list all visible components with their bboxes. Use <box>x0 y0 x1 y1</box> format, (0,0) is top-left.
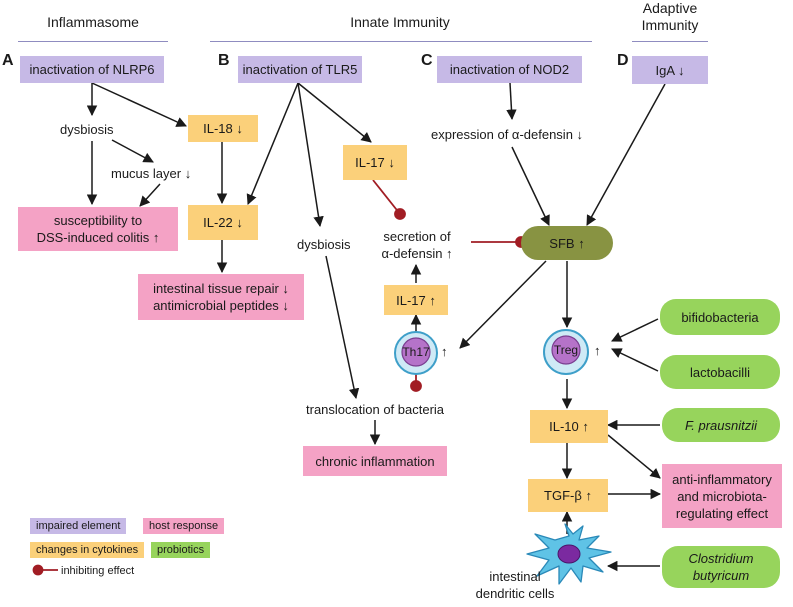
header-line-adaptive <box>632 41 708 42</box>
th17-label: Th17 <box>402 345 430 359</box>
antiinf-line3: regulating effect <box>675 505 769 521</box>
edge-sfb-th17 <box>459 260 547 349</box>
edge-defensin-sfb <box>511 146 550 226</box>
node-inactivation-tlr5: inactivation of TLR5 <box>238 56 362 83</box>
dendritic-cell <box>525 522 613 586</box>
antiinf-line2: and microbiota- <box>677 488 767 504</box>
header-line-inflammasome <box>18 41 168 42</box>
header-innate-immunity: Innate Immunity <box>350 14 450 30</box>
edge-tlr5-dysbiosis <box>297 82 324 228</box>
treg-label: Treg <box>553 343 579 357</box>
dendritic-cell-icon <box>526 523 612 585</box>
edge-iga-sfb <box>586 83 666 226</box>
th17-cell-icon <box>394 331 438 375</box>
node-il18: IL-18 ↓ <box>188 115 258 142</box>
edge-tlr5-il17 <box>297 82 372 143</box>
edge-il10-antiinf <box>607 434 661 479</box>
node-iga: IgA ↓ <box>632 56 708 84</box>
node-inactivation-nod2: inactivation of NOD2 <box>437 56 582 83</box>
legend-changes-cytokines: changes in cytokines <box>30 542 145 558</box>
node-sfb: SFB ↑ <box>521 226 613 260</box>
legend-impaired-element: impaired element <box>30 518 127 534</box>
node-bifidobacteria: bifidobacteria <box>660 299 780 335</box>
node-tissue-repair: intestinal tissue repair ↓ antimicrobial… <box>138 274 304 320</box>
legend-inhibiting-effect: inhibiting effect <box>61 565 135 577</box>
edge-lacto-treg <box>611 348 659 372</box>
repair-line1: intestinal tissue repair ↓ <box>153 281 289 296</box>
panel-letter-a: A <box>2 52 14 69</box>
edge-nod2-defensin <box>506 82 517 121</box>
node-il17-mid: IL-17 ↑ <box>384 285 448 315</box>
header-adaptive-immunity: Adaptive Immunity <box>628 0 712 34</box>
edge-tlr5-il22 <box>246 82 299 205</box>
node-il17-top: IL-17 ↓ <box>343 145 407 180</box>
edge-bifido-treg <box>611 318 659 342</box>
secretion-line2: α-defensin ↑ <box>381 246 453 261</box>
panel-letter-b: B <box>218 52 230 69</box>
node-anti-inflammatory-effect: anti-inflammatory and microbiota- regula… <box>662 464 782 528</box>
node-il10: IL-10 ↑ <box>530 410 608 443</box>
dendritic-line2: dendritic cells <box>475 586 555 601</box>
node-treg-cell: Treg <box>541 327 591 377</box>
node-dysbiosis-b: dysbiosis <box>297 237 351 252</box>
clostridium-line1: Clostridium <box>688 551 754 566</box>
node-lactobacilli: lactobacilli <box>660 355 780 389</box>
repair-line2: antimicrobial peptides ↓ <box>153 298 289 313</box>
node-chronic-inflammation: chronic inflammation <box>303 446 447 476</box>
treg-cell-icon <box>543 329 589 375</box>
antiinf-line1: anti-inflammatory <box>672 471 772 487</box>
node-dendritic-cells: intestinal dendritic cells <box>470 568 560 602</box>
node-th17-cell: Th17 <box>393 330 439 376</box>
clostridium-line2: butyricum <box>692 568 750 583</box>
node-inactivation-nlrp6: inactivation of NLRP6 <box>20 56 164 83</box>
colitis-line1: susceptibility to <box>53 213 143 228</box>
header-line-innate <box>210 41 592 42</box>
header-inflammasome: Inflammasome <box>47 14 139 30</box>
edge-dysbiosis-mucus <box>111 139 154 163</box>
node-tgfb: TGF-β ↑ <box>528 479 608 512</box>
legend-probiotics: probiotics <box>151 542 211 558</box>
dendritic-line1: intestinal <box>489 569 541 584</box>
node-dysbiosis-a: dysbiosis <box>60 122 114 137</box>
panel-letter-c: C <box>421 52 433 69</box>
node-defensin-expression: expression of α-defensin ↓ <box>431 127 584 142</box>
colitis-line2: DSS-induced colitis ↑ <box>36 230 160 245</box>
treg-up-arrow: ↑ <box>594 343 601 358</box>
edge-dysbiosis-translocation <box>325 255 360 400</box>
secretion-line1: secretion of <box>383 229 451 244</box>
inhibit-dot-secretion <box>394 208 406 220</box>
node-il22: IL-22 ↓ <box>188 205 258 240</box>
node-clostridium-butyricum: Clostridium butyricum <box>662 546 780 588</box>
inhibit-dot-translocation <box>410 380 422 392</box>
edge-nlrp6-il18 <box>91 82 187 127</box>
node-f-prausnitzii: F. prausnitzii <box>662 408 780 442</box>
f-prausnitzii-label: F. prausnitzii <box>684 417 757 433</box>
node-colitis-susceptibility: susceptibility to DSS-induced colitis ↑ <box>18 207 178 251</box>
header-adaptive-line1: Adaptive <box>642 0 698 16</box>
node-mucus-layer: mucus layer ↓ <box>111 166 192 181</box>
node-secretion-defensin: secretion of α-defensin ↑ <box>371 228 463 262</box>
edge-mucus-colitis <box>139 183 161 207</box>
panel-letter-d: D <box>617 52 629 69</box>
legend-inhibit-dot <box>32 564 44 576</box>
legend-host-response: host response <box>143 518 225 534</box>
header-adaptive-line2: Immunity <box>641 17 699 33</box>
node-translocation: translocation of bacteria <box>306 402 445 417</box>
inhibit-il17-secretion <box>372 179 401 215</box>
th17-up-arrow: ↑ <box>441 344 448 359</box>
